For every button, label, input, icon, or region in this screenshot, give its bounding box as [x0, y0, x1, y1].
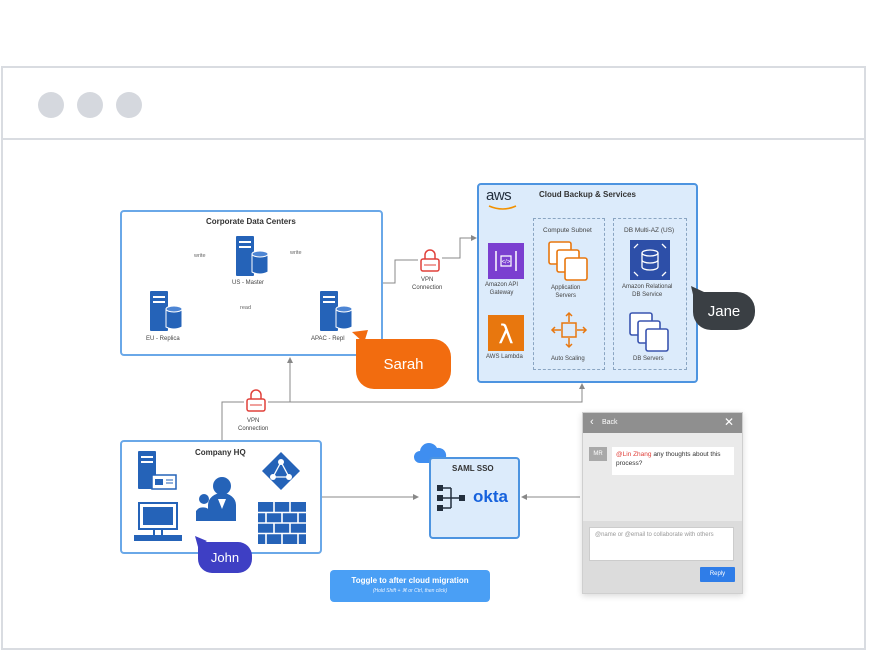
comment-message: @Lin Zhang any thoughts about this proce… [612, 447, 734, 475]
users-icon[interactable] [196, 475, 244, 523]
hierarchy-icon [437, 485, 465, 511]
auto-scaling-icon[interactable] [550, 311, 588, 349]
read-label: read [240, 305, 252, 312]
aws-smile-icon [488, 205, 517, 210]
server-icon[interactable] [150, 291, 184, 333]
svg-text:λ: λ [498, 320, 513, 350]
server-icon[interactable] [236, 236, 270, 278]
server-icon[interactable] [320, 291, 354, 333]
compute-subnet-group [533, 218, 605, 370]
compute-subnet-label: Compute Subnet [543, 227, 592, 234]
okta-logo: okta [473, 487, 508, 506]
write-label: write [194, 253, 206, 260]
close-icon[interactable]: ✕ [723, 415, 734, 429]
chevron-left-icon[interactable]: ‹ [590, 416, 594, 428]
saml-sso-box[interactable] [429, 457, 520, 539]
jane-cursor-label: Jane [693, 292, 755, 330]
window-titlebar [3, 68, 864, 140]
desktop-computer-icon[interactable] [134, 502, 182, 543]
reply-button[interactable]: Reply [700, 567, 735, 582]
john-cursor-label: John [198, 542, 252, 573]
db-servers-icon[interactable] [629, 312, 671, 352]
aws-logo: aws [486, 187, 512, 204]
corporate-data-centers-box[interactable] [120, 210, 383, 356]
lambda-icon[interactable]: λ [488, 315, 524, 351]
toggle-hint: (Hold Shift + ⌘ or Ctrl, then click) [372, 588, 448, 594]
aws-title: Cloud Backup & Services [539, 190, 636, 199]
svg-text:</>: </> [502, 260, 511, 266]
toggle-label: Toggle to after cloud migration [351, 576, 469, 585]
write-label: write [290, 250, 302, 257]
db-multi-az-label: DB Multi-AZ (US) [624, 227, 675, 234]
window-control-dot[interactable] [38, 92, 64, 118]
lock-icon[interactable] [245, 389, 267, 413]
comment-input[interactable]: @name or @email to collaborate with othe… [589, 527, 734, 561]
sarah-cursor-label: Sarah [356, 339, 451, 389]
server-icon[interactable] [138, 451, 180, 491]
auto-scaling-label: Auto Scaling [551, 356, 585, 362]
window-control-dot[interactable] [116, 92, 142, 118]
toggle-migration-button[interactable]: Toggle to after cloud migration (Hold Sh… [330, 570, 490, 602]
mention[interactable]: @Lin Zhang [616, 451, 652, 458]
hq-title: Company HQ [195, 448, 246, 457]
eu-replica-label: EU - Replica [146, 336, 180, 342]
firewall-icon[interactable] [258, 502, 306, 544]
api-gateway-icon[interactable]: </> [488, 243, 524, 279]
back-link[interactable]: Back [602, 419, 618, 426]
db-multi-az-group [613, 218, 687, 370]
reply-area: @name or @email to collaborate with othe… [583, 521, 742, 593]
comment-panel: ‹ Back ✕ MR @Lin Zhang any thoughts abou… [582, 412, 743, 594]
db-servers-label: DB Servers [633, 356, 664, 362]
comment-panel-header: ‹ Back ✕ [583, 413, 742, 433]
apac-replica-label: APAC - Repl [311, 336, 345, 342]
app-servers-icon[interactable] [548, 241, 590, 281]
lambda-label: AWS Lambda [486, 354, 523, 360]
lock-icon[interactable] [419, 249, 441, 273]
sso-title: SAML SSO [452, 464, 494, 473]
active-directory-icon[interactable] [261, 451, 301, 491]
us-master-label: US - Master [232, 280, 265, 286]
avatar: MR [589, 447, 607, 461]
rds-icon[interactable] [630, 240, 670, 280]
datacenters-title: Corporate Data Centers [206, 217, 296, 226]
window-control-dot[interactable] [77, 92, 103, 118]
